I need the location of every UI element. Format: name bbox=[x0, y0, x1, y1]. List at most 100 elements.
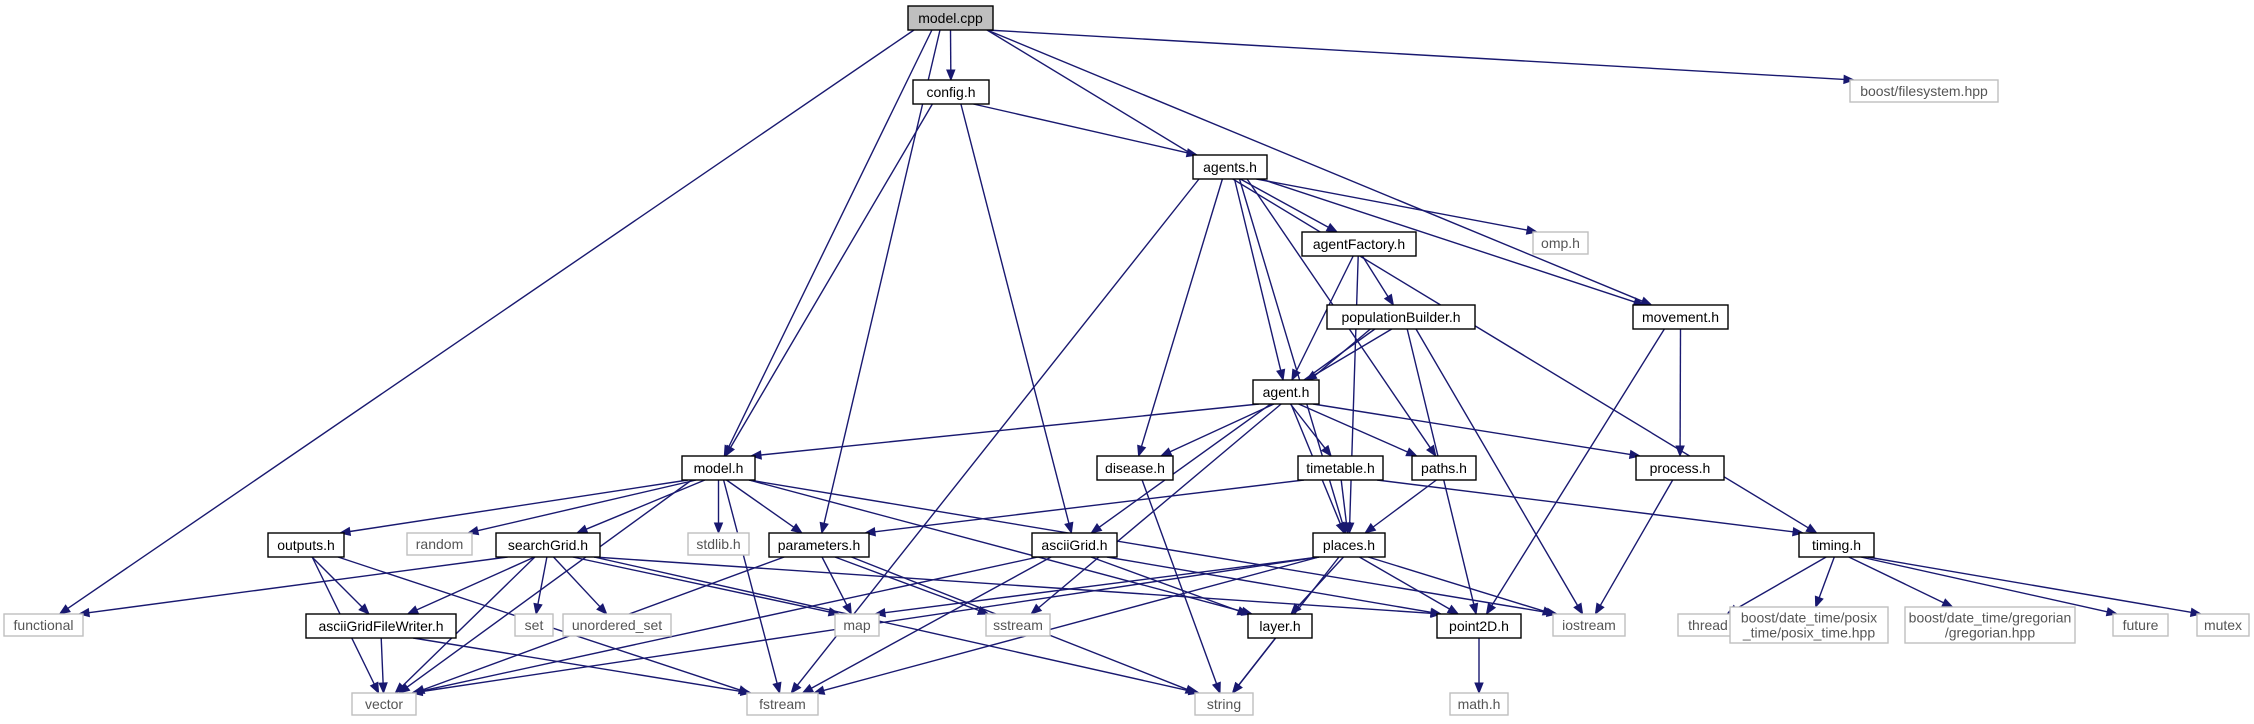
node-mutex: mutex bbox=[2196, 613, 2250, 637]
node-timing-h[interactable]: timing.h bbox=[1798, 532, 1875, 558]
node-omp-h-box bbox=[1532, 231, 1589, 255]
edge-movement-h-to-point2D-h-arrowhead bbox=[1485, 602, 1497, 616]
node-boost-fs-label: boost/filesystem.hpp bbox=[1860, 83, 1988, 99]
node-asciiGridFileWriter-h[interactable]: asciiGridFileWriter.h bbox=[305, 613, 457, 639]
edge-disease-h-to-string bbox=[1141, 479, 1218, 684]
edge-timing-h-to-boost-greg bbox=[1848, 556, 1944, 604]
node-functional-box bbox=[3, 613, 84, 637]
node-agent-h-label: agent.h bbox=[1263, 384, 1310, 400]
edge-disease-h-to-string-arrowhead bbox=[1211, 681, 1221, 695]
edge-searchGrid-h-to-string bbox=[593, 556, 1190, 692]
edge-agentFactory-h-to-populationBuilder-h bbox=[1361, 255, 1389, 297]
node-places-h-box bbox=[1312, 532, 1386, 558]
edge-places-h-to-point2D-h-arrowhead bbox=[1446, 604, 1460, 615]
edge-agents-h-to-agentFactory-h bbox=[1239, 178, 1329, 228]
node-boost-greg: boost/date_time/gregorian/gregorian.hpp bbox=[1904, 606, 2076, 644]
node-map: map bbox=[834, 613, 880, 637]
edge-model-cpp-to-config-h-arrowhead bbox=[946, 69, 956, 82]
edge-parameters-h-to-map-arrowhead bbox=[842, 602, 852, 616]
edge-agent-h-to-model-h bbox=[760, 403, 1260, 456]
node-outputs-h-box bbox=[267, 532, 345, 558]
node-asciiGridFileWriter-h-box bbox=[305, 613, 457, 639]
node-disease-h[interactable]: disease.h bbox=[1096, 455, 1174, 481]
node-agent-h[interactable]: agent.h bbox=[1252, 379, 1320, 405]
node-process-h[interactable]: process.h bbox=[1635, 455, 1725, 481]
node-vector-box bbox=[351, 692, 417, 716]
edge-agents-h-to-omp-h bbox=[1256, 178, 1528, 231]
node-random-box bbox=[406, 532, 473, 556]
node-parameters-h[interactable]: parameters.h bbox=[768, 532, 870, 558]
node-thread: thread bbox=[1677, 613, 1739, 637]
node-thread-label: thread bbox=[1688, 617, 1728, 633]
node-movement-h[interactable]: movement.h bbox=[1632, 304, 1729, 330]
edge-searchGrid-h-to-vector bbox=[402, 556, 536, 687]
node-math-h-box bbox=[1449, 692, 1509, 716]
node-model-h[interactable]: model.h bbox=[681, 455, 756, 481]
edge-config-h-to-asciiGrid-h-arrowhead bbox=[1064, 521, 1074, 535]
edge-model-h-to-outputs-h bbox=[349, 479, 689, 533]
node-paths-h-label: paths.h bbox=[1421, 460, 1467, 476]
edge-agentFactory-h-to-populationBuilder-h-arrowhead bbox=[1383, 293, 1395, 307]
edge-places-h-to-fstream bbox=[823, 556, 1320, 692]
edge-agents-h-to-disease-h bbox=[1140, 178, 1224, 447]
node-populationBuilder-h-label: populationBuilder.h bbox=[1341, 309, 1460, 325]
node-layer-h-label: layer.h bbox=[1259, 618, 1300, 634]
node-point2D-h-label: point2D.h bbox=[1449, 618, 1509, 634]
edge-populationBuilder-h-to-iostream bbox=[1415, 328, 1579, 606]
node-paths-h[interactable]: paths.h bbox=[1411, 455, 1477, 481]
node-boost-greg-box bbox=[1904, 606, 2076, 644]
node-agentFactory-h-box bbox=[1301, 231, 1417, 257]
edge-agentFactory-h-to-places-h bbox=[1349, 255, 1359, 524]
edge-agents-h-to-disease-h-arrowhead bbox=[1137, 444, 1147, 458]
edge-timetable-h-to-places-h bbox=[1340, 479, 1348, 524]
node-searchGrid-h-box bbox=[495, 532, 601, 558]
edge-places-h-to-map bbox=[884, 556, 1320, 614]
edge-model-h-to-fstream bbox=[722, 479, 778, 684]
edge-model-cpp-to-timing-h bbox=[986, 29, 1809, 529]
node-mutex-box bbox=[2196, 613, 2250, 637]
node-set-box bbox=[514, 613, 554, 637]
node-model-cpp-box bbox=[907, 5, 994, 31]
node-movement-h-label: movement.h bbox=[1642, 309, 1719, 325]
node-point2D-h[interactable]: point2D.h bbox=[1436, 613, 1522, 639]
node-boost-fs: boost/filesystem.hpp bbox=[1849, 79, 1999, 103]
node-map-label: map bbox=[843, 617, 870, 633]
node-fstream-box bbox=[746, 692, 819, 716]
edge-timetable-h-to-timing-h-arrowhead bbox=[1792, 527, 1805, 537]
edge-model-cpp-to-movement-h bbox=[986, 29, 1643, 302]
edge-timetable-h-to-places-h-arrowhead bbox=[1341, 522, 1351, 535]
edge-populationBuilder-h-to-point2D-h-arrowhead bbox=[1469, 602, 1479, 616]
node-vector-label: vector bbox=[365, 696, 403, 712]
node-outputs-h[interactable]: outputs.h bbox=[267, 532, 345, 558]
node-set: set bbox=[514, 613, 554, 637]
edge-searchGrid-h-to-set bbox=[537, 556, 548, 605]
edge-agents-h-to-agent-h-arrowhead bbox=[1276, 368, 1286, 382]
node-layer-h-box bbox=[1247, 613, 1313, 639]
edge-timetable-h-to-timing-h bbox=[1376, 479, 1794, 533]
edge-timing-h-to-future bbox=[1860, 556, 2108, 613]
node-places-h[interactable]: places.h bbox=[1312, 532, 1386, 558]
node-point2D-h-box bbox=[1436, 613, 1522, 639]
node-model-cpp[interactable]: model.cpp bbox=[907, 5, 994, 31]
edge-config-h-to-agents-h bbox=[973, 103, 1188, 154]
node-asciiGrid-h[interactable]: asciiGrid.h bbox=[1031, 532, 1118, 558]
node-iostream-box bbox=[1552, 613, 1626, 637]
node-boost-fs-box bbox=[1849, 79, 1999, 103]
edge-movement-h-to-point2D-h bbox=[1491, 328, 1665, 606]
node-agentFactory-h[interactable]: agentFactory.h bbox=[1301, 231, 1417, 257]
edge-timing-h-to-boost-greg-arrowhead bbox=[1941, 598, 1954, 608]
node-layer-h[interactable]: layer.h bbox=[1247, 613, 1313, 639]
edge-agent-h-to-disease-h-arrowhead bbox=[1159, 447, 1173, 457]
edge-populationBuilder-h-to-iostream-arrowhead bbox=[1573, 602, 1584, 616]
node-timetable-h[interactable]: timetable.h bbox=[1297, 455, 1384, 481]
node-populationBuilder-h[interactable]: populationBuilder.h bbox=[1326, 304, 1476, 330]
node-asciiGrid-h-label: asciiGrid.h bbox=[1041, 537, 1107, 553]
node-parameters-h-box bbox=[768, 532, 870, 558]
node-asciiGrid-h-box bbox=[1031, 532, 1118, 558]
node-model-cpp-label: model.cpp bbox=[918, 10, 983, 26]
node-agents-h[interactable]: agents.h bbox=[1192, 154, 1268, 180]
edge-model-cpp-to-timing-h-arrowhead bbox=[1805, 523, 1818, 534]
node-searchGrid-h[interactable]: searchGrid.h bbox=[495, 532, 601, 558]
node-config-h[interactable]: config.h bbox=[912, 79, 990, 105]
